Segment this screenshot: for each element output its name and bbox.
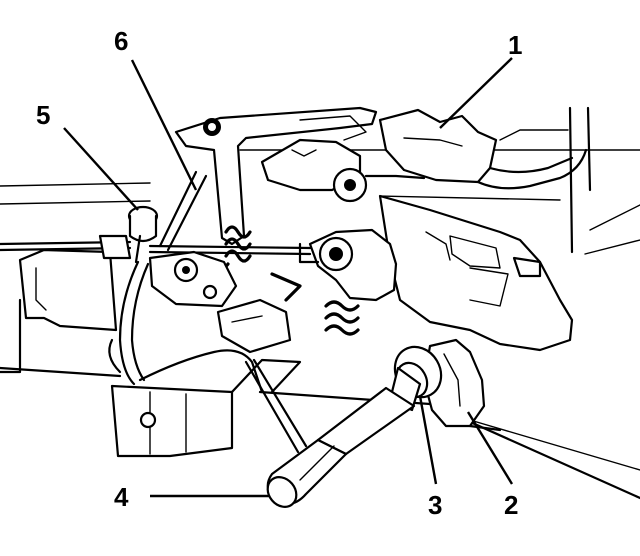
leader-line-5 [63,127,139,211]
cable-retainer [108,260,308,454]
callout-1: 1 [508,30,522,60]
callout-3: 3 [428,490,442,520]
rod-link [298,228,398,302]
callout-6: 6 [114,26,128,56]
callout-5: 5 [36,100,50,130]
cable-stop [127,205,159,264]
leader-line-6 [130,59,198,191]
pivot-cluster [148,250,302,354]
leader-lines [63,57,514,498]
mounting-bracket [378,194,574,352]
selector-rod [158,170,208,252]
leader-line-2 [466,411,514,485]
leader-line-1 [439,57,513,129]
callout-4: 4 [114,482,129,512]
leader-line-3 [418,395,438,485]
upper-lever-arm [174,106,426,246]
callout-labels: 1 2 3 4 5 6 [36,26,522,520]
lower-left-housing [0,248,302,458]
callout-2: 2 [504,490,518,520]
tool-handle [266,386,416,508]
shaft-head [388,345,443,412]
upper-housing [378,108,588,190]
